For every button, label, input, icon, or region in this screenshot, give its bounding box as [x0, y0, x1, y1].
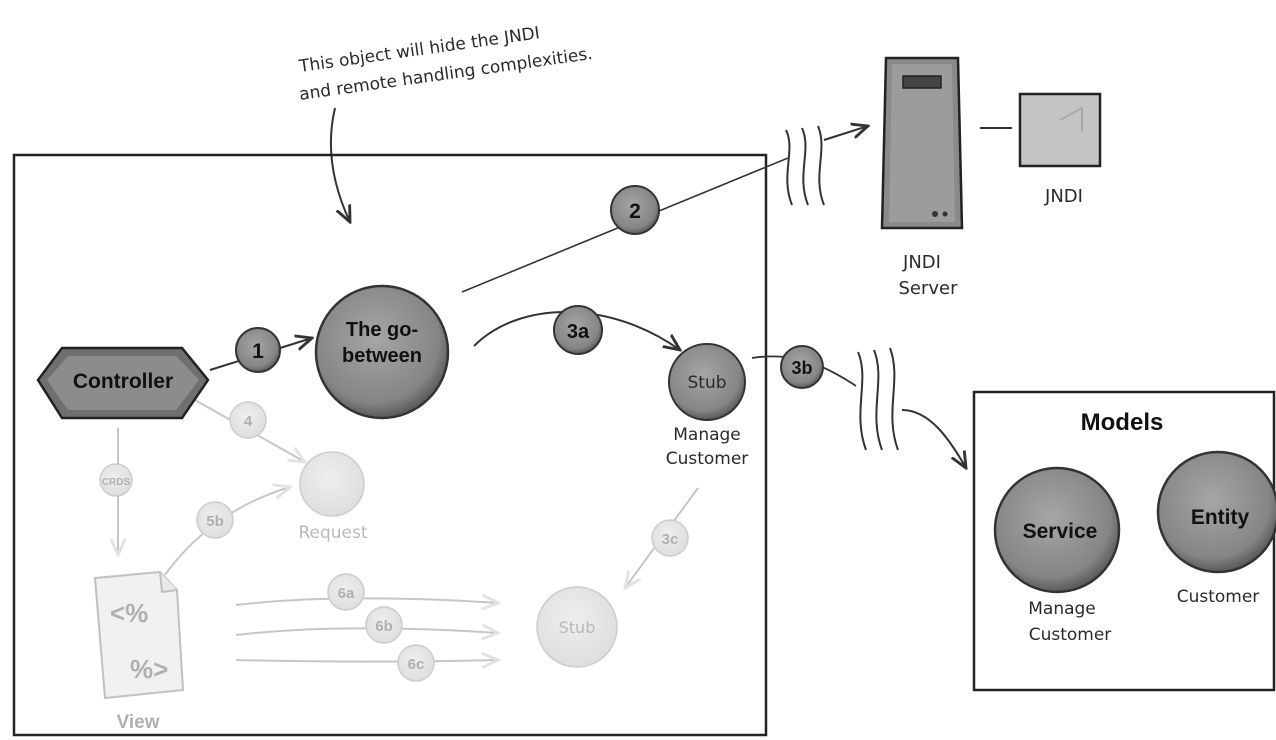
view-code-close: %> — [130, 654, 168, 684]
stub-label: Stub — [687, 373, 726, 393]
step-badge-3b — [780, 345, 824, 389]
step-badge-5b — [196, 501, 234, 539]
step-label-6b: 6b — [375, 618, 393, 635]
service-node — [993, 466, 1121, 594]
arrow-6c — [235, 660, 498, 662]
network-break-middle — [857, 347, 899, 451]
entity-caption: Customer — [1177, 587, 1260, 607]
stub-node — [668, 343, 746, 421]
step-label-1: 1 — [252, 340, 264, 363]
stub-caption-2: Customer — [666, 449, 749, 469]
service-label: Service — [1023, 520, 1098, 543]
step-label-3c: 3c — [662, 531, 679, 548]
step-badge-1 — [235, 327, 281, 373]
request-label: Request — [298, 523, 367, 543]
step-badge-3a — [553, 305, 603, 355]
network-break-top — [785, 125, 825, 206]
arrow-to-models — [901, 409, 966, 468]
jndi-box-icon — [1018, 92, 1102, 168]
step-label-3a: 3a — [567, 321, 590, 343]
faded-stub-label: Stub — [559, 618, 596, 637]
step-badge-2 — [610, 185, 660, 235]
stub-caption-1: Manage — [673, 425, 741, 445]
step-label-5b: 5b — [206, 513, 224, 530]
service-caption-1: Manage — [1028, 599, 1096, 619]
step-badge-crds — [99, 463, 133, 497]
faded-stub-node — [536, 586, 618, 668]
view-code-open: <% — [110, 598, 148, 628]
step-badge-4 — [229, 401, 267, 439]
go-between-node — [314, 284, 450, 420]
step-label-3b: 3b — [791, 358, 812, 378]
jndi-server-label-1: JNDI — [902, 252, 941, 273]
entity-label: Entity — [1191, 506, 1250, 529]
models-title: Models — [1081, 409, 1164, 436]
go-between-label-2: between — [342, 345, 422, 367]
step-badge-6a — [327, 573, 365, 611]
go-between-label-1: The go- — [346, 319, 418, 341]
step-badge-6b — [365, 606, 403, 644]
faded-layer: CRDS 4 Request 5b 3c Stub 6a 6b 6c <% %>… — [93, 399, 699, 733]
jndi-label: JNDI — [1044, 186, 1083, 207]
arrow-to-jndi-server — [823, 126, 868, 141]
annotation: This object will hide the JNDI and remot… — [297, 23, 594, 222]
step-label-6c: 6c — [408, 656, 425, 673]
container-box — [12, 153, 768, 737]
step-label-4: 4 — [244, 413, 253, 430]
step-label-2: 2 — [629, 200, 641, 223]
view-label: View — [117, 712, 160, 733]
entity-node — [1156, 450, 1276, 574]
view-document-icon — [93, 570, 185, 700]
controller-label: Controller — [73, 370, 173, 393]
controller-node — [36, 346, 210, 420]
step-label-6a: 6a — [338, 585, 355, 602]
request-node — [299, 451, 365, 517]
jndi-server-label-2: Server — [898, 278, 958, 299]
step-badge-3c — [651, 519, 689, 557]
step-badge-6c — [397, 644, 435, 682]
annotation-arrow — [329, 107, 350, 222]
service-caption-2: Customer — [1029, 625, 1112, 645]
arrow-6a — [235, 598, 498, 605]
step-label-crds: CRDS — [102, 477, 131, 488]
jndi-server-icon — [880, 56, 964, 230]
